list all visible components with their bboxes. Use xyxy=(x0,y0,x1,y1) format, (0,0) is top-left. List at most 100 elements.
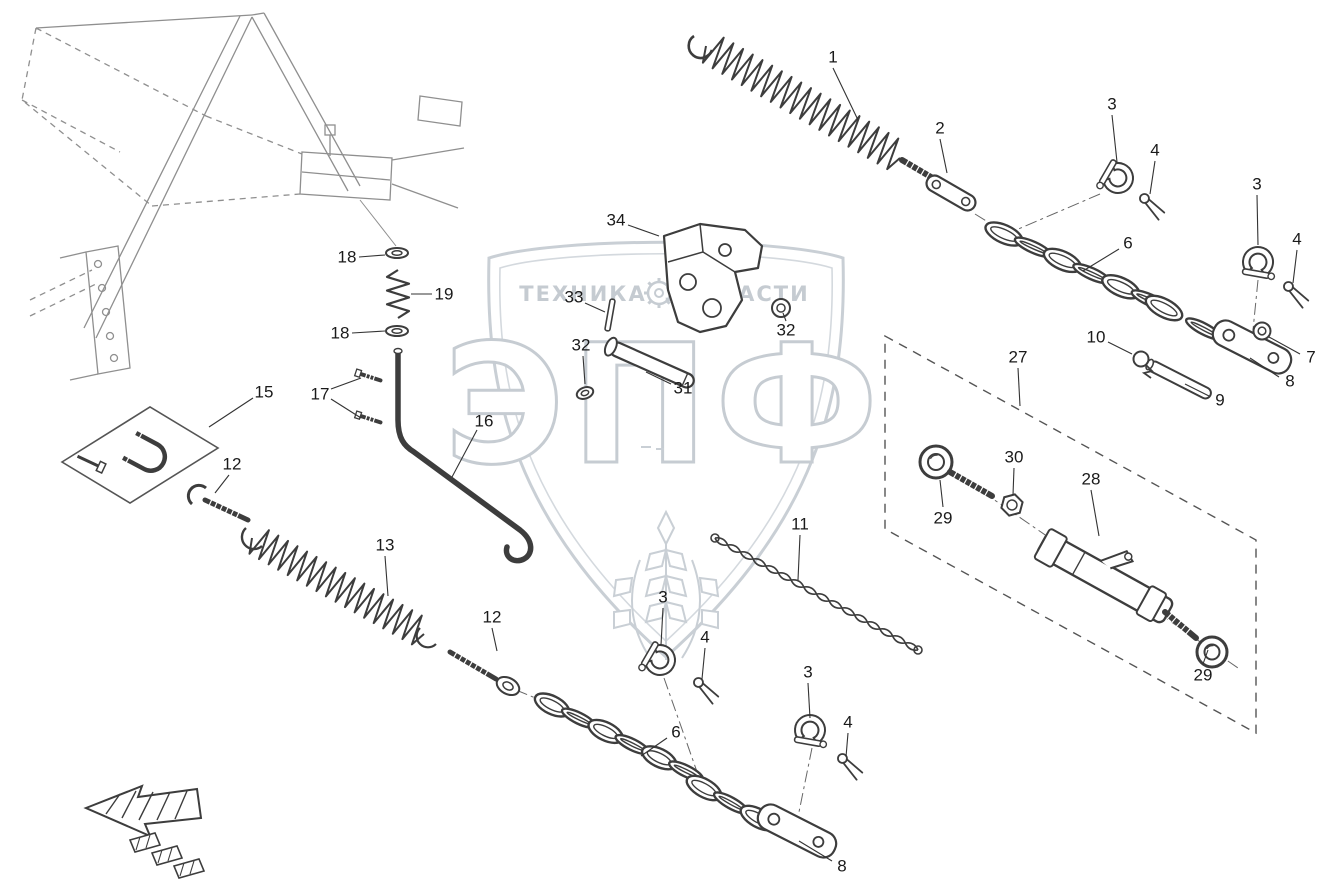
callout-17: 17 xyxy=(311,385,330,404)
turnbuckle-stud-upper xyxy=(947,469,995,499)
callout-31: 31 xyxy=(674,379,693,398)
set-bolt xyxy=(353,368,383,383)
callout-18: 18 xyxy=(331,324,350,343)
tension-cable xyxy=(710,533,923,655)
callout-3: 3 xyxy=(803,663,812,682)
callout-4: 4 xyxy=(700,628,709,647)
flat-link-2 xyxy=(925,174,977,212)
shackle xyxy=(1241,246,1276,281)
callout-12: 12 xyxy=(223,455,242,474)
machine-frame-sketch xyxy=(21,12,465,381)
chain-anchor-bracket xyxy=(1211,319,1293,375)
callout-29: 29 xyxy=(934,509,953,528)
washer-32-right xyxy=(771,298,791,318)
callout-2: 2 xyxy=(935,119,944,138)
washer-7 xyxy=(1252,321,1272,341)
chain-anchor-bracket xyxy=(756,803,838,859)
pin-9 xyxy=(1145,358,1212,400)
callout-4: 4 xyxy=(843,713,852,732)
hook-12-upper xyxy=(186,483,207,506)
parts-layer xyxy=(60,34,1310,859)
spring-13-hook xyxy=(240,527,263,551)
frame-post-caps xyxy=(59,251,99,381)
washer-18-bottom xyxy=(385,325,409,337)
callout-12: 12 xyxy=(483,608,502,627)
watermark-wheat xyxy=(612,509,720,660)
cotter-pin xyxy=(1283,281,1310,309)
roll-pin-33 xyxy=(604,298,616,332)
tension-spring-13 xyxy=(248,529,425,646)
callout-29: 29 xyxy=(1194,666,1213,685)
bent-rod-16 xyxy=(393,347,534,564)
bracket-plate-kit-15 xyxy=(60,406,220,504)
frame-attach-leader xyxy=(359,199,397,247)
callout-9: 9 xyxy=(1215,391,1224,410)
callout-15: 15 xyxy=(255,383,274,402)
frame-bracket xyxy=(299,151,393,201)
mount-bracket-34 xyxy=(662,222,764,334)
callout-13: 13 xyxy=(376,536,395,555)
clevis-pin-31 xyxy=(603,336,695,389)
shackle xyxy=(1096,159,1134,194)
watermark-dashes xyxy=(641,446,664,450)
direction-arrow xyxy=(83,784,206,879)
watermark: ТЕХНИКА ЗАПЧАСТИ ЭПФ xyxy=(442,240,885,660)
frame-top-edge xyxy=(35,14,253,29)
frame-post xyxy=(85,245,131,375)
callout-32: 32 xyxy=(572,336,591,355)
frame-hidden-lines xyxy=(21,27,303,317)
turnbuckle-body-28 xyxy=(1033,528,1174,624)
chain-6-lower xyxy=(533,692,704,782)
callout-19: 19 xyxy=(435,285,454,304)
callout-3: 3 xyxy=(1107,95,1116,114)
callout-3: 3 xyxy=(658,588,667,607)
ball-joint-end xyxy=(1195,635,1229,669)
spring-clip-10 xyxy=(1132,350,1154,379)
callout-6: 6 xyxy=(671,723,680,742)
watermark-text-left: ТЕХНИКА xyxy=(519,282,646,306)
callout-7: 7 xyxy=(1306,348,1315,367)
hook-12-upper-shank xyxy=(202,497,251,523)
callout-1: 1 xyxy=(828,48,837,67)
frame-a-legs xyxy=(83,12,361,339)
callout-11: 11 xyxy=(791,515,809,534)
washer-32-left xyxy=(575,386,595,400)
callout-16: 16 xyxy=(475,412,494,431)
watermark-brand: ЭПФ xyxy=(444,309,885,501)
callout-3: 3 xyxy=(1252,175,1261,194)
callout-30: 30 xyxy=(1005,448,1024,467)
cotter-pin xyxy=(693,677,720,705)
turnbuckle-stud-lower xyxy=(1162,609,1199,641)
callout-10: 10 xyxy=(1087,328,1106,347)
shackle xyxy=(638,641,676,676)
cotter-pin xyxy=(837,753,864,781)
shackle xyxy=(793,714,828,749)
callout-28: 28 xyxy=(1082,470,1101,489)
callout-8: 8 xyxy=(1285,372,1294,391)
assembly-boundary-box xyxy=(884,334,1257,735)
callout-layer: 1234346781093433323132181918171615121312… xyxy=(208,48,1316,876)
chain-6-upper xyxy=(984,221,1170,311)
callout-8: 8 xyxy=(837,857,846,876)
ball-joint-end xyxy=(918,444,954,480)
tension-spring-1 xyxy=(701,36,901,171)
callout-33: 33 xyxy=(565,288,584,307)
washer-18-top xyxy=(385,247,409,259)
arrow-hatching xyxy=(105,790,188,821)
callout-27: 27 xyxy=(1009,348,1028,367)
arrow-steps xyxy=(128,832,206,879)
hex-nut xyxy=(1000,493,1024,517)
callout-32: 32 xyxy=(777,321,796,340)
eye-12-lower xyxy=(495,675,521,697)
callout-4: 4 xyxy=(1292,230,1301,249)
cotter-pin xyxy=(1139,193,1166,221)
callout-4: 4 xyxy=(1150,141,1159,160)
callout-18: 18 xyxy=(338,248,357,267)
callout-6: 6 xyxy=(1123,234,1132,253)
set-bolt xyxy=(353,410,383,425)
spring-13-end-loop xyxy=(415,627,437,649)
callout-34: 34 xyxy=(607,211,626,230)
compression-spring-19 xyxy=(385,269,411,319)
